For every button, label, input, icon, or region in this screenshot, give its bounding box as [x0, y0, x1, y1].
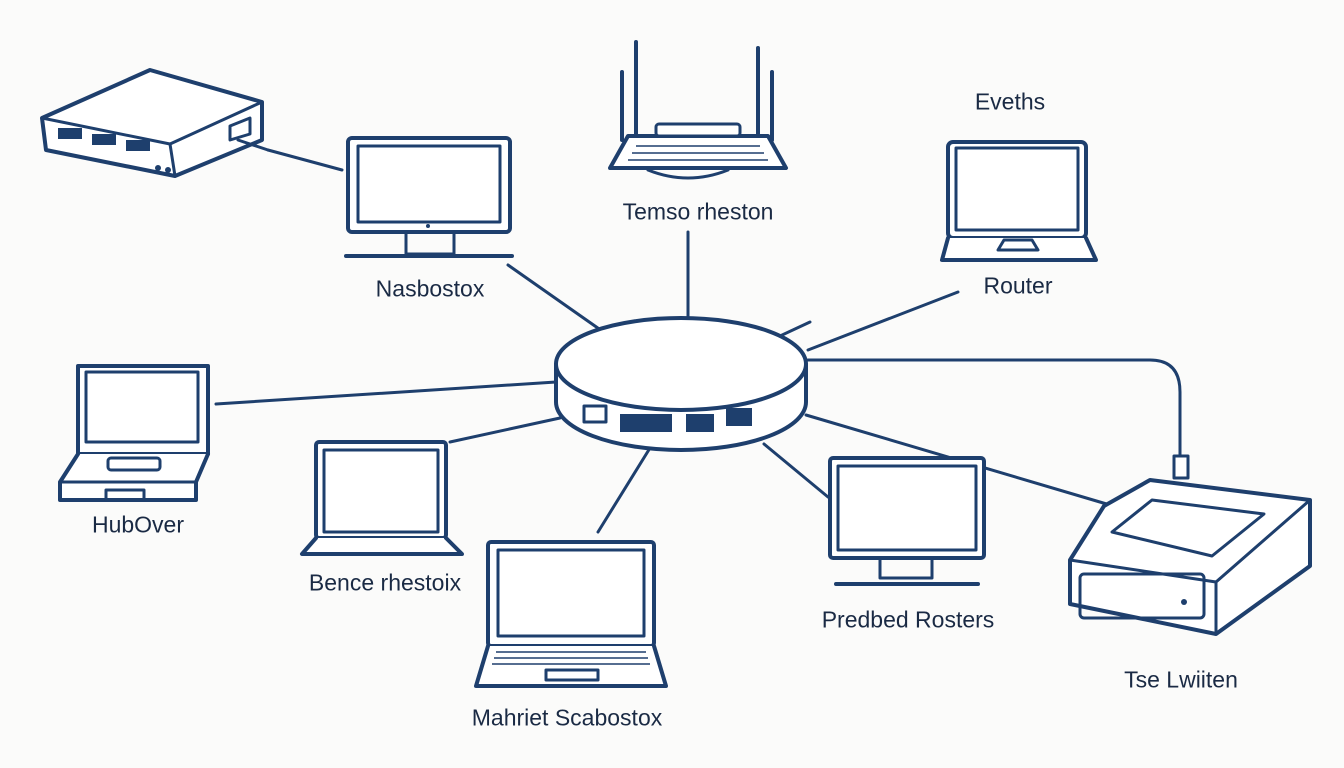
central-hub-icon — [554, 316, 808, 452]
laptop-icon-left — [58, 364, 210, 502]
link-left-laptop — [214, 380, 558, 406]
label-mid-left-laptop: Bence rhestoix — [308, 569, 462, 596]
label-modem: Tse Lwiiten — [1124, 666, 1238, 693]
link-bottom-laptop — [596, 446, 652, 534]
laptop-icon-bottom — [474, 540, 668, 688]
label-bottom-laptop: Mahriet Scabostox — [471, 704, 663, 731]
network-switch-box-icon — [40, 68, 270, 178]
label-top-left-monitor: Nasbostox — [375, 275, 485, 302]
wireless-router-icon — [608, 40, 788, 180]
link-mid-left-laptop — [448, 416, 562, 444]
label-top-right-laptop: Router — [983, 272, 1053, 299]
laptop-icon-top-right — [940, 140, 1098, 262]
link-modem-antenna — [806, 358, 1182, 460]
desktop-monitor-icon — [344, 136, 514, 258]
label-left-laptop: HubOver — [91, 511, 185, 538]
laptop-icon-mid-left — [300, 440, 464, 556]
modem-icon — [1068, 454, 1312, 636]
link-network-box — [266, 148, 344, 172]
link-right-monitor — [762, 442, 830, 499]
label-right-monitor: Predbed Rosters — [821, 606, 995, 633]
caption-top-right-laptop: Eveths — [974, 88, 1046, 115]
desktop-monitor-icon-right — [828, 456, 986, 586]
connections — [214, 148, 1182, 534]
label-wireless-router: Temso rheston — [622, 198, 774, 225]
link-router-laptop — [806, 290, 960, 352]
